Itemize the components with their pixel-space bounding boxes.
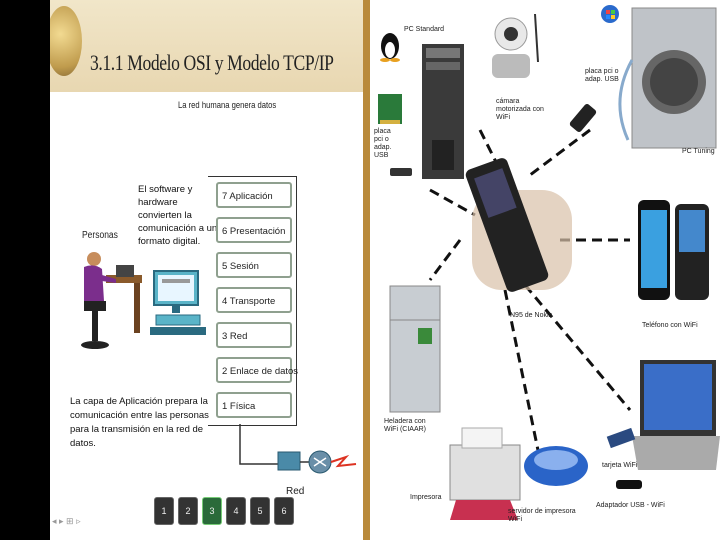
nav-button-2[interactable]: 2 [178, 497, 198, 525]
smartphones-icon [638, 200, 709, 300]
layer-red[interactable]: 3 Red [216, 322, 292, 348]
label-pc-standard: PC Standard [404, 26, 445, 33]
personas-label: Personas [82, 230, 118, 241]
usb-wifi-adapter-icon [616, 480, 642, 489]
slide-panel: 3.1.1 Modelo OSI y Modelo TCP/IP La red … [50, 0, 370, 540]
slideshow-controls[interactable]: ◂ ▸ ⊞ ▹ [52, 516, 81, 526]
label-telefono: Teléfono con WiFi [642, 322, 698, 329]
usb-stick-icon [569, 104, 597, 132]
layer-transporte[interactable]: 4 Transporte [216, 287, 292, 313]
laptop-icon [632, 360, 720, 470]
label-heladera: Heladera con WiFi (CIAAR) [384, 418, 426, 433]
camera-icon [492, 13, 539, 78]
linux-penguin-icon [380, 33, 400, 62]
fridge-icon [389, 285, 441, 413]
windows-logo-icon [601, 5, 619, 23]
software-description: El software y hardware convierten la com… [138, 184, 218, 247]
nav-button-4[interactable]: 4 [226, 497, 246, 525]
label-adaptador: Adaptador USB - WiFi [596, 502, 665, 509]
person-at-computer-illustration [81, 252, 142, 349]
network-path-diagram [239, 424, 357, 474]
computer-icon [150, 270, 206, 335]
label-placa-top: placa pci o adap. USB [585, 68, 619, 83]
layer-enlace[interactable]: 2 Enlace de datos [216, 357, 298, 383]
wifi-card-icon [606, 427, 636, 449]
globe-decoration [50, 6, 82, 76]
layer-presentacion[interactable]: 6 Presentación [216, 217, 292, 243]
network-label: Red [286, 486, 305, 497]
wifi-network-diagram [378, 5, 720, 520]
layer-aplicacion[interactable]: 7 Aplicación [216, 182, 292, 208]
diagram-caption: La red humana genera datos [178, 100, 277, 110]
layer-sesion[interactable]: 5 Sesión [216, 252, 292, 278]
usb-adapter-icon [390, 168, 412, 176]
nokia-phone-icon [465, 158, 572, 292]
label-camera: cámara motorizada con WiFi [496, 98, 544, 121]
label-tarjeta: tarjeta WiFi [602, 462, 638, 469]
layer-bracket [208, 176, 297, 426]
slide-title: 3.1.1 Modelo OSI y Modelo TCP/IP [90, 50, 334, 75]
pci-card-icon [378, 94, 402, 124]
wifi-devices-panel: PC Standard cámara motorizada con WiFi p… [370, 0, 720, 540]
printer-icon [449, 427, 521, 520]
nav-button-6[interactable]: 6 [274, 497, 294, 525]
pc-tower-icon [422, 44, 464, 179]
label-n95: N95 de Nokia [510, 312, 553, 319]
layer-fisica[interactable]: 1 Física [216, 392, 292, 418]
title-bar: 3.1.1 Modelo OSI y Modelo TCP/IP [50, 0, 370, 92]
nav-button-3[interactable]: 3 [202, 497, 222, 525]
pc-tuning-icon [618, 7, 717, 149]
print-server-icon [524, 446, 588, 486]
slide-navigation: 1 2 3 4 5 6 [154, 497, 294, 525]
label-servidor: servidor de impresora WiFi [508, 508, 576, 523]
application-layer-description: La capa de Aplicación prepara la comunic… [70, 396, 209, 449]
label-placa-left: placa pci o adap. USB [374, 128, 392, 159]
label-impresora: Impresora [410, 494, 442, 501]
panel-divider [363, 0, 370, 540]
label-pc-tuning: PC Tuning [682, 148, 715, 155]
nav-button-1[interactable]: 1 [154, 497, 174, 525]
nav-button-5[interactable]: 5 [250, 497, 270, 525]
